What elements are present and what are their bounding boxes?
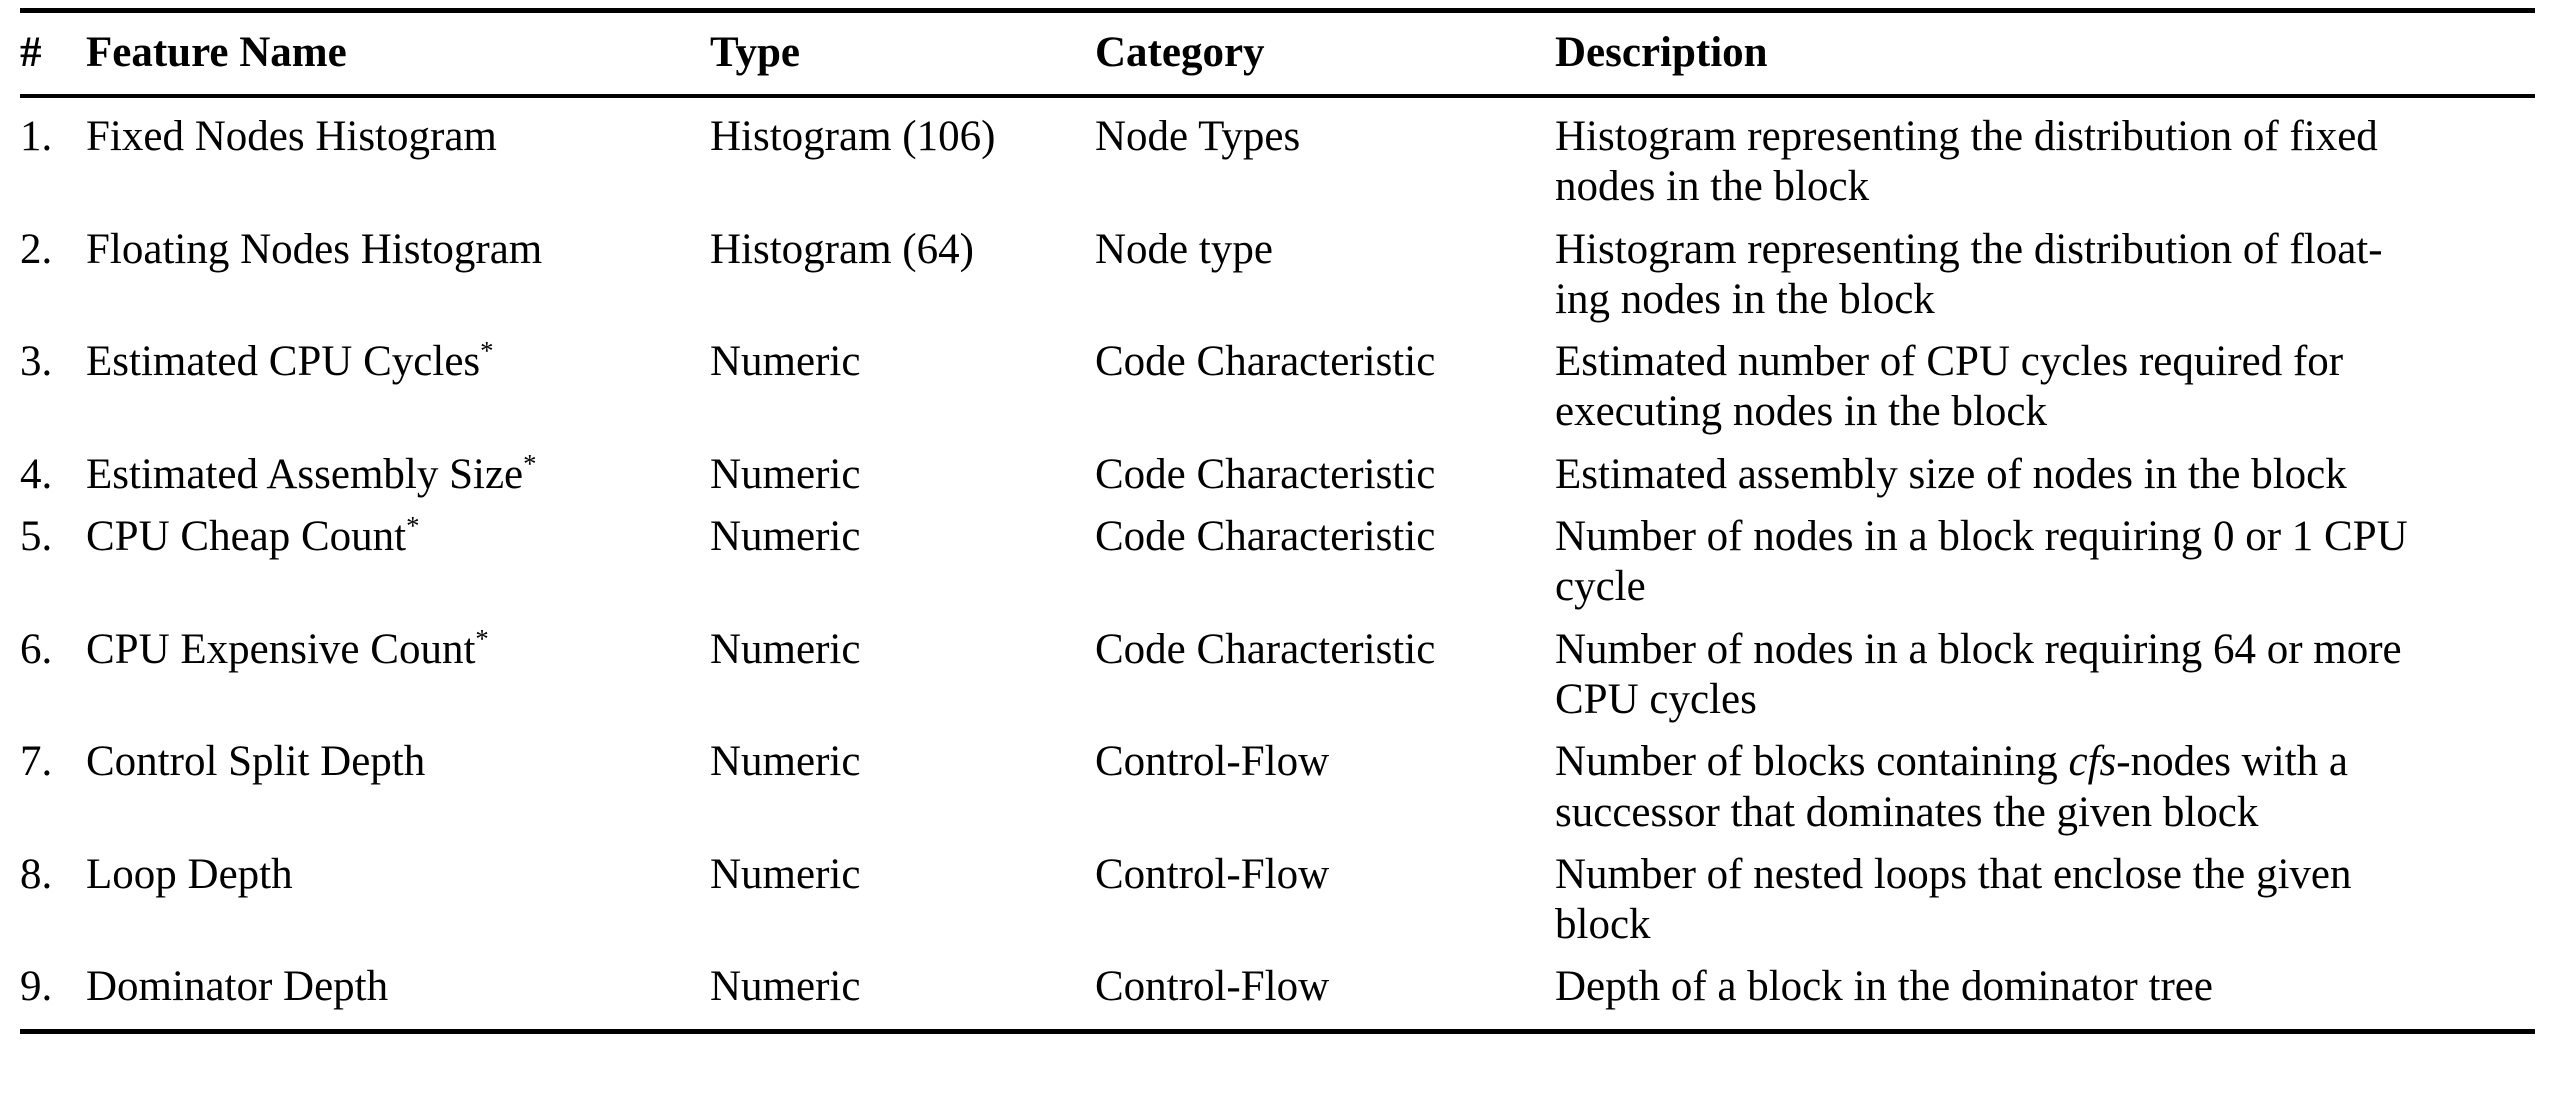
cell-row-number: 2. bbox=[20, 225, 53, 273]
cell-category: Node Types bbox=[1095, 113, 1301, 160]
table-header-row: # Feature Name Type Category Description bbox=[20, 10, 2535, 96]
cell-category: Control-Flow bbox=[1095, 963, 1330, 1011]
cell-row-number: 1. bbox=[20, 113, 53, 160]
cell-feature-name: Dominator Depth bbox=[86, 956, 710, 1031]
feature-name-text: Estimated Assembly Size bbox=[86, 450, 524, 498]
description-emphasis: cfs bbox=[2068, 738, 2117, 786]
description-line: cycle bbox=[1555, 563, 1646, 611]
table-header: # Feature Name Type Category Description bbox=[20, 10, 2535, 96]
description-line: Number of nodes in a block requiring 64 … bbox=[1555, 625, 2402, 673]
cell-description: Number of nested loops that enclose the … bbox=[1555, 844, 2535, 957]
cell-feature-name: Floating Nodes Histogram bbox=[86, 219, 710, 332]
description-text: -nodes with a bbox=[2116, 738, 2348, 786]
description-line: Estimated number of CPU cycles required … bbox=[1555, 338, 2344, 386]
cell-type: Numeric bbox=[710, 450, 861, 498]
feature-name-text: CPU Cheap Count bbox=[86, 513, 407, 561]
cell-feature-name: CPU Expensive Count* bbox=[86, 619, 710, 732]
cell-description: Histogram representing the distribution … bbox=[1555, 219, 2535, 332]
footnote-asterisk: * bbox=[480, 335, 494, 366]
description-line: Number of nested loops that enclose the … bbox=[1555, 850, 2352, 898]
cell-type: Histogram (106) bbox=[710, 113, 996, 160]
cell-row-number: 6. bbox=[20, 625, 53, 673]
cell-feature-name: Loop Depth bbox=[86, 844, 710, 957]
table-row: 2. Floating Nodes Histogram Histogram (64)… bbox=[20, 219, 2535, 332]
description-line: successor that dominates the given block bbox=[1555, 788, 2259, 836]
table-row: 1. Fixed Nodes Histogram Histogram (106) No… bbox=[20, 96, 2535, 219]
cell-description: Number of blocks containing cfs-nodes wi… bbox=[1555, 731, 2535, 844]
cell-category: Node type bbox=[1095, 225, 1273, 273]
cell-feature-name: CPU Cheap Count* bbox=[86, 506, 710, 619]
cell-category: Control-Flow bbox=[1095, 738, 1330, 786]
description-line: Estimated assembly size of nodes in the … bbox=[1555, 450, 2347, 498]
feature-table-container: # Feature Name Type Category Description… bbox=[0, 8, 2560, 1106]
description-line: CPU cycles bbox=[1555, 675, 1757, 723]
description-text: Number of blocks containing bbox=[1555, 738, 2069, 786]
cell-description: Number of nodes in a block requiring 64 … bbox=[1555, 619, 2535, 732]
cell-row-number: 4. bbox=[20, 450, 53, 498]
description-line: Depth of a block in the dominator tree bbox=[1555, 963, 2213, 1011]
cell-description: Number of nodes in a block requiring 0 o… bbox=[1555, 506, 2535, 619]
cell-description: Depth of a block in the dominator tree bbox=[1555, 956, 2535, 1031]
table-body: 1. Fixed Nodes Histogram Histogram (106) No… bbox=[20, 96, 2535, 1032]
cell-feature-name: Estimated CPU Cycles* bbox=[86, 331, 710, 444]
column-header-category: Category bbox=[1095, 29, 1265, 76]
column-header-description: Description bbox=[1555, 29, 1768, 76]
footnote-asterisk: * bbox=[406, 510, 420, 541]
column-header-feature-name: Feature Name bbox=[86, 29, 347, 76]
cell-description: Estimated number of CPU cycles required … bbox=[1555, 331, 2535, 444]
cell-type: Numeric bbox=[710, 513, 861, 561]
table-row: 8. Loop Depth Numeric Control-Flow Number of… bbox=[20, 844, 2535, 957]
description-line: ing nodes in the block bbox=[1555, 275, 1935, 323]
feature-name-text: Dominator Depth bbox=[86, 963, 389, 1011]
footnote-asterisk: * bbox=[475, 623, 489, 654]
table-row: 9. Dominator Depth Numeric Control-Flow Dept… bbox=[20, 956, 2535, 1032]
feature-table: # Feature Name Type Category Description… bbox=[20, 8, 2535, 1034]
cell-type: Numeric bbox=[710, 625, 861, 673]
cell-type: Numeric bbox=[710, 738, 861, 786]
cell-type: Numeric bbox=[710, 338, 861, 386]
feature-name-text: Floating Nodes Histogram bbox=[86, 225, 543, 273]
cell-category: Code Characteristic bbox=[1095, 513, 1436, 561]
cell-row-number: 7. bbox=[20, 738, 53, 786]
table-row: 7. Control Split Depth Numeric Control-Flow… bbox=[20, 731, 2535, 844]
feature-name-text: CPU Expensive Count bbox=[86, 625, 476, 673]
cell-description: Estimated assembly size of nodes in the … bbox=[1555, 444, 2535, 506]
cell-row-number: 8. bbox=[20, 850, 53, 898]
feature-name-text: Fixed Nodes Histogram bbox=[86, 113, 497, 160]
cell-type: Numeric bbox=[710, 850, 861, 898]
cell-row-number: 5. bbox=[20, 513, 53, 561]
footnote-asterisk: * bbox=[523, 448, 537, 479]
feature-name-text: Estimated CPU Cycles bbox=[86, 338, 481, 386]
description-line: Histogram representing the distribution … bbox=[1555, 225, 2383, 273]
cell-category: Control-Flow bbox=[1095, 850, 1330, 898]
cell-category: Code Characteristic bbox=[1095, 625, 1436, 673]
cell-feature-name: Control Split Depth bbox=[86, 731, 710, 844]
description-line: executing nodes in the block bbox=[1555, 388, 2047, 436]
column-header-number: # bbox=[20, 29, 42, 76]
description-line: Histogram representing the distribution … bbox=[1555, 113, 2378, 160]
description-line: block bbox=[1555, 901, 1651, 949]
feature-name-text: Loop Depth bbox=[86, 850, 293, 898]
cell-row-number: 9. bbox=[20, 963, 53, 1011]
cell-category: Code Characteristic bbox=[1095, 450, 1436, 498]
description-line: nodes in the block bbox=[1555, 163, 1870, 211]
cell-feature-name: Fixed Nodes Histogram bbox=[86, 96, 710, 219]
cell-row-number: 3. bbox=[20, 338, 53, 386]
cell-type: Numeric bbox=[710, 963, 861, 1011]
description-line: Number of nodes in a block requiring 0 o… bbox=[1555, 513, 2408, 561]
column-header-type: Type bbox=[710, 29, 800, 76]
cell-feature-name: Estimated Assembly Size* bbox=[86, 444, 710, 506]
cell-category: Code Characteristic bbox=[1095, 338, 1436, 386]
cell-type: Histogram (64) bbox=[710, 225, 974, 273]
cell-description: Histogram representing the distribution … bbox=[1555, 96, 2535, 219]
feature-name-text: Control Split Depth bbox=[86, 738, 426, 786]
description-line: Number of blocks containing cfs-nodes wi… bbox=[1555, 737, 2535, 787]
